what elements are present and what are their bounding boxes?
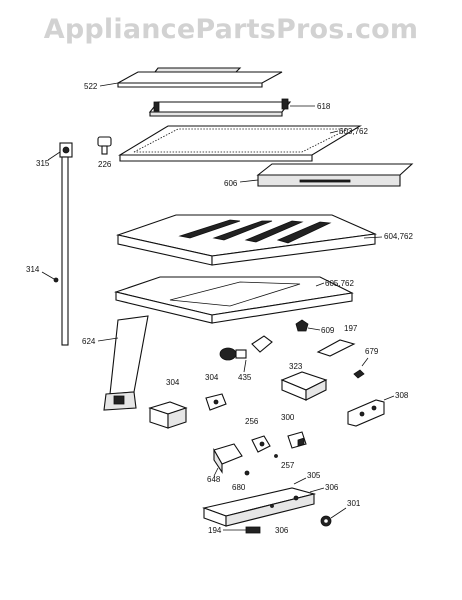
callout-679: 679	[365, 347, 379, 356]
callout-606: 606	[224, 179, 238, 188]
part-604-pan	[115, 214, 378, 266]
part-256-thermostat	[251, 435, 278, 458]
callout-197: 197	[344, 324, 358, 333]
callout-308: 308	[395, 391, 409, 400]
callout-305: 305	[307, 471, 321, 480]
part-226-pin	[97, 136, 112, 155]
watermark: AppliancePartsPros.com	[43, 14, 419, 45]
part-609-knob	[295, 319, 309, 332]
callout-301: 301	[347, 499, 361, 508]
callout-618: 618	[317, 102, 331, 111]
part-194-label	[245, 526, 261, 534]
callout-306b: 306	[275, 526, 289, 535]
part-197-bracket	[316, 339, 356, 357]
part-305-housing	[202, 487, 317, 527]
part-304-block-b	[205, 393, 227, 411]
callout-522: 522	[84, 82, 98, 91]
callout-680: 680	[232, 483, 246, 492]
part-603-shelf	[118, 125, 362, 162]
part-679-clip	[353, 369, 365, 379]
part-323-housing	[280, 371, 328, 401]
part-301-nut	[320, 515, 332, 527]
part-648-control	[213, 443, 243, 474]
part-300-sensor	[287, 431, 307, 449]
callout-314: 314	[26, 265, 40, 274]
part-522-cover	[117, 67, 283, 88]
callout-300: 300	[281, 413, 295, 422]
callout-609: 609	[321, 326, 335, 335]
callout-257: 257	[281, 461, 295, 470]
callout-624: 624	[82, 337, 96, 346]
part-624-duct	[103, 315, 149, 411]
part-680-screw	[244, 470, 250, 476]
part-606-cover	[256, 163, 414, 187]
part-304-block-a	[148, 401, 188, 429]
part-435-bulb	[219, 335, 273, 361]
part-605-pan	[114, 276, 354, 324]
callout-603: 603,762	[339, 127, 368, 136]
callout-306a: 306	[325, 483, 339, 492]
callout-604: 604,762	[384, 232, 413, 241]
part-315-hinge	[53, 142, 73, 346]
part-308-bracket	[347, 399, 385, 427]
callout-605: 605,762	[325, 279, 354, 288]
callout-435: 435	[238, 373, 252, 382]
part-618-rail	[148, 98, 292, 117]
callout-194: 194	[208, 526, 222, 535]
callout-226: 226	[98, 160, 112, 169]
callout-304b: 304	[205, 373, 219, 382]
callout-315: 315	[36, 159, 50, 168]
callout-648: 648	[207, 475, 221, 484]
callout-256: 256	[245, 417, 259, 426]
callout-323: 323	[289, 362, 303, 371]
callout-304a: 304	[166, 378, 180, 387]
